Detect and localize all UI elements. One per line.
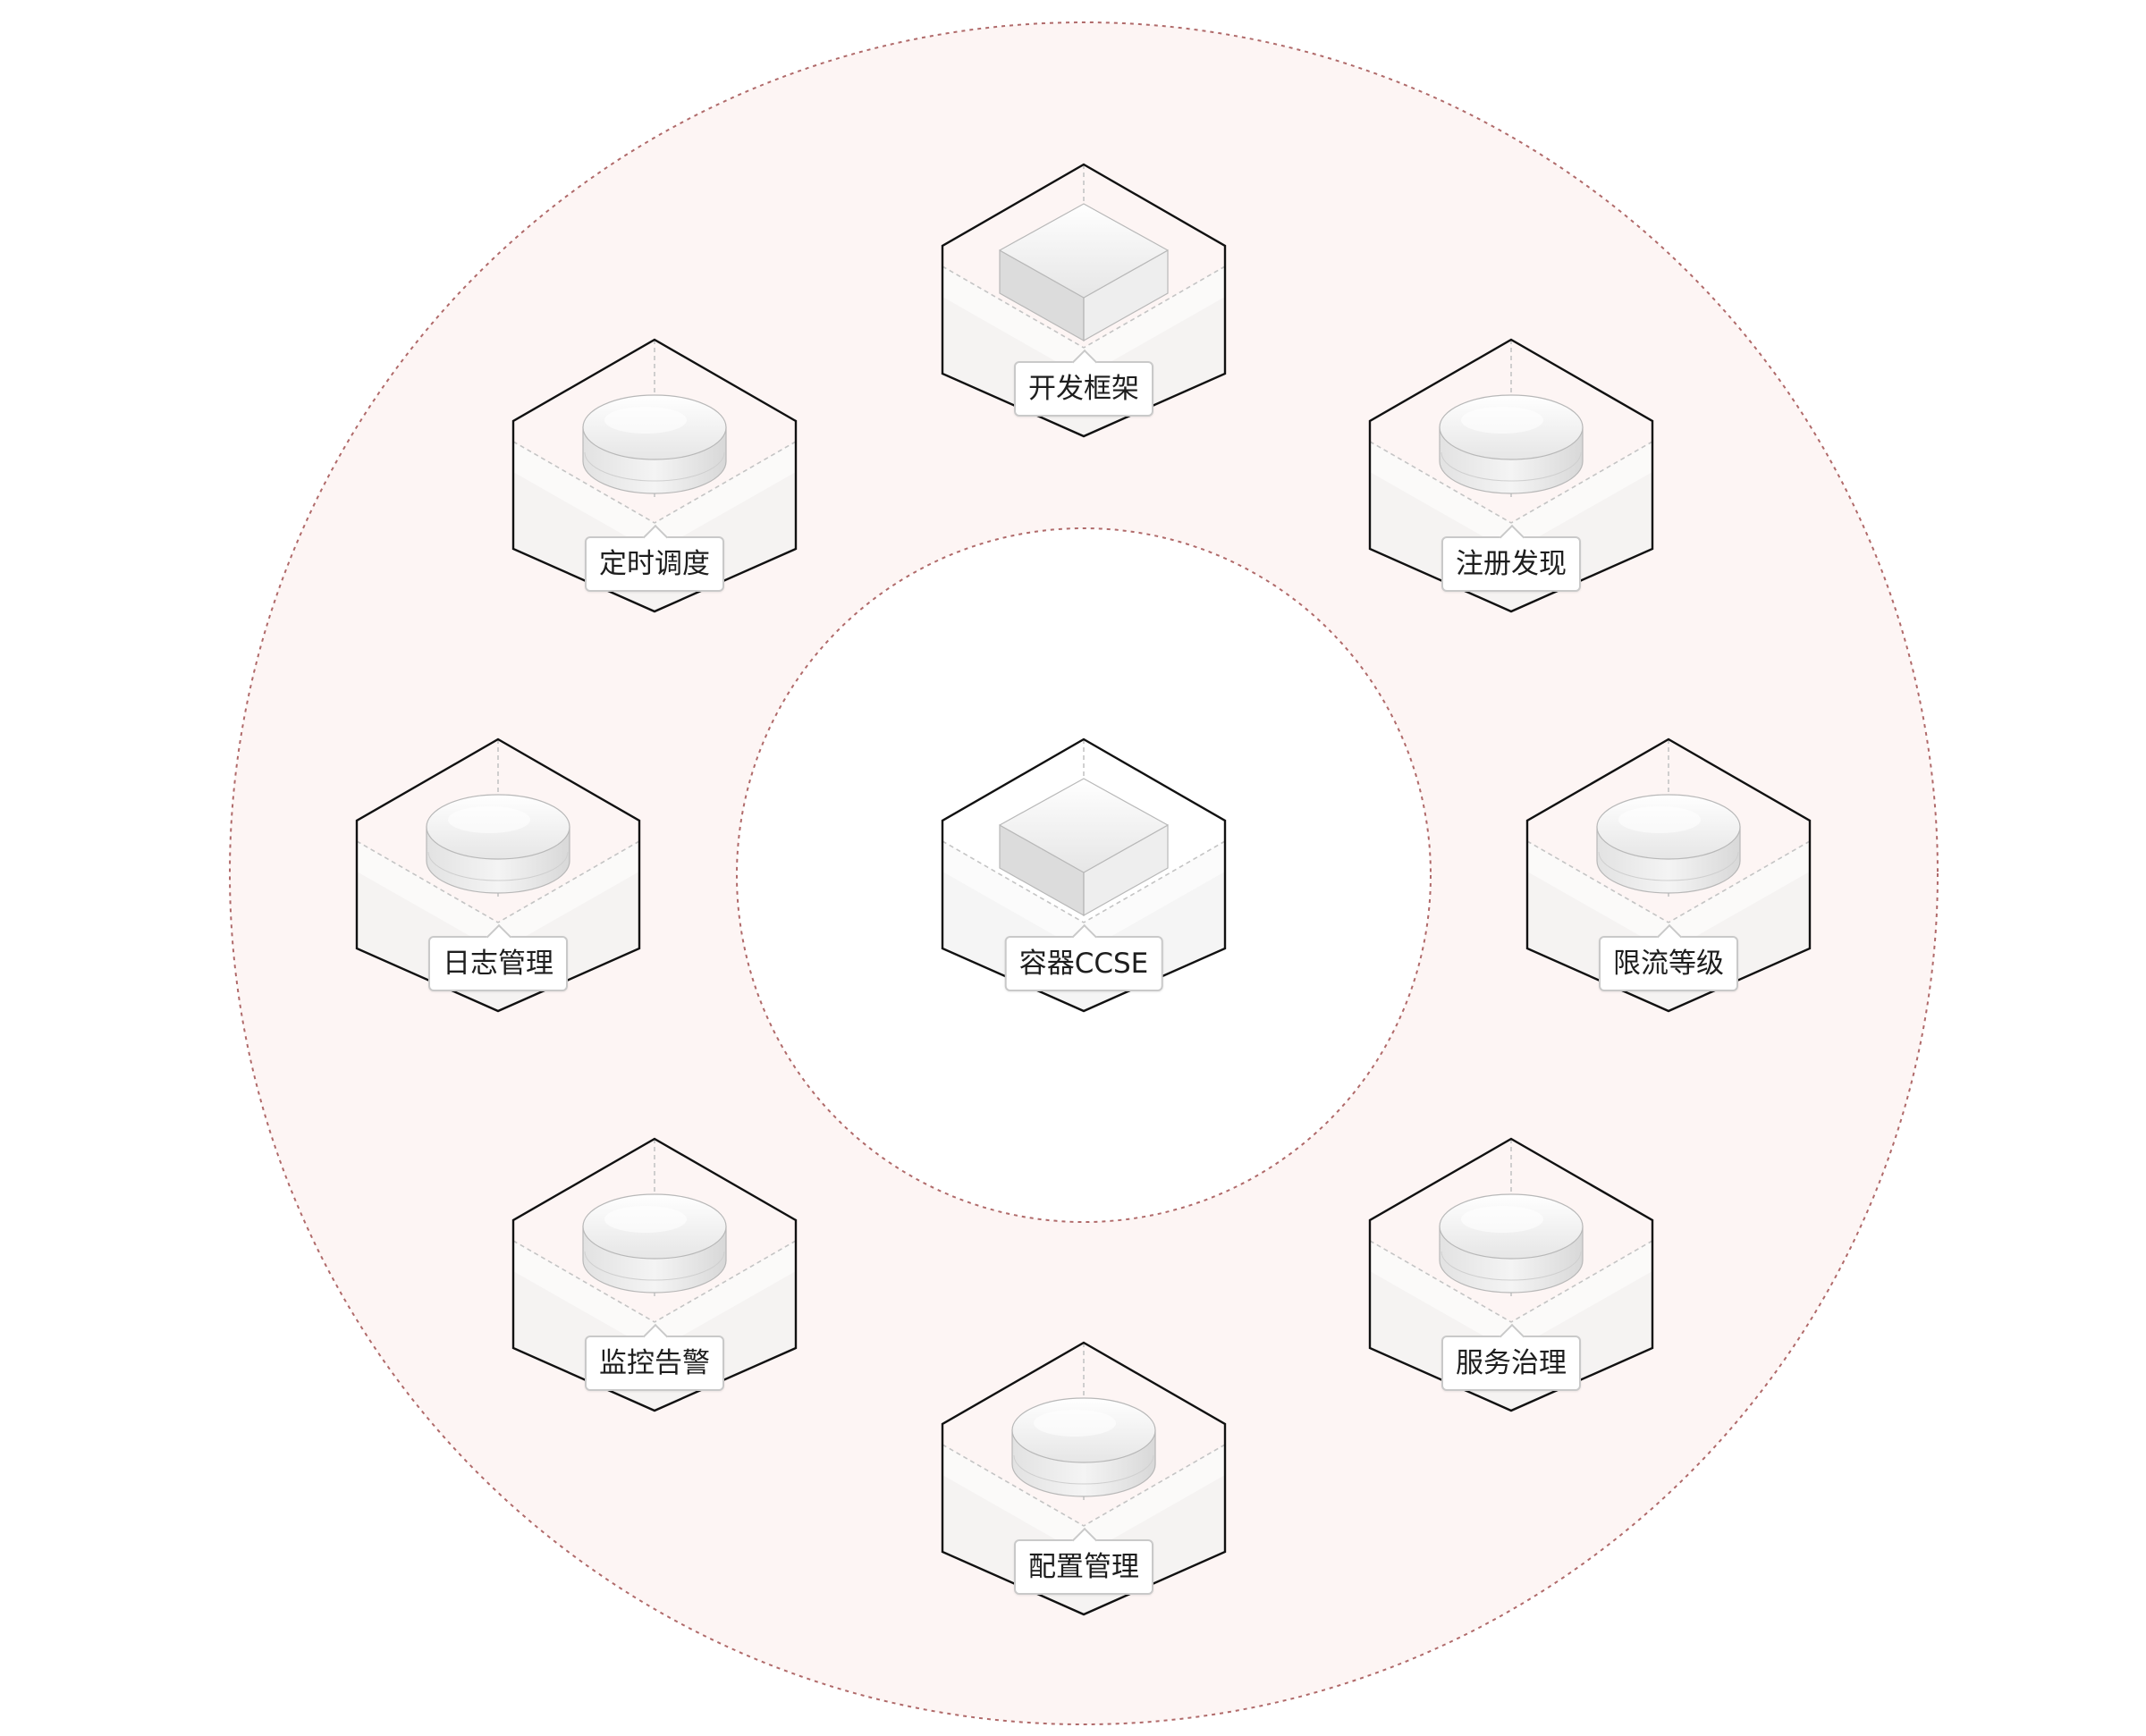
node-label-text: 容器CCSE	[1018, 948, 1149, 980]
node-registry: 注册发现	[1368, 338, 1654, 615]
node-monitoring: 监控告警	[511, 1137, 798, 1414]
node-label-text: 注册发现	[1456, 548, 1567, 580]
node-label: 监控告警	[585, 1336, 724, 1391]
node-label: 容器CCSE	[1004, 936, 1163, 991]
node-label-text: 限流等级	[1613, 948, 1724, 980]
node-label: 开发框架	[1014, 361, 1153, 417]
node-label-text: 开发框架	[1028, 373, 1139, 405]
node-ccse: 容器CCSE	[941, 737, 1227, 1015]
node-config: 配置管理	[941, 1341, 1227, 1618]
node-label: 配置管理	[1014, 1539, 1153, 1595]
node-label-text: 监控告警	[599, 1347, 710, 1379]
node-label: 注册发现	[1441, 536, 1581, 592]
node-label-text: 配置管理	[1028, 1551, 1139, 1583]
node-label-text: 日志管理	[443, 948, 553, 980]
node-label: 日志管理	[428, 936, 568, 991]
node-label: 限流等级	[1599, 936, 1738, 991]
node-logging: 日志管理	[355, 737, 641, 1015]
node-dev-framework: 开发框架	[941, 163, 1227, 440]
node-label-text: 服务治理	[1456, 1347, 1567, 1379]
node-label: 定时调度	[585, 536, 724, 592]
node-rate-limit: 限流等级	[1525, 737, 1812, 1015]
node-label: 服务治理	[1441, 1336, 1581, 1391]
node-scheduling: 定时调度	[511, 338, 798, 615]
node-governance: 服务治理	[1368, 1137, 1654, 1414]
node-label-text: 定时调度	[599, 548, 710, 580]
